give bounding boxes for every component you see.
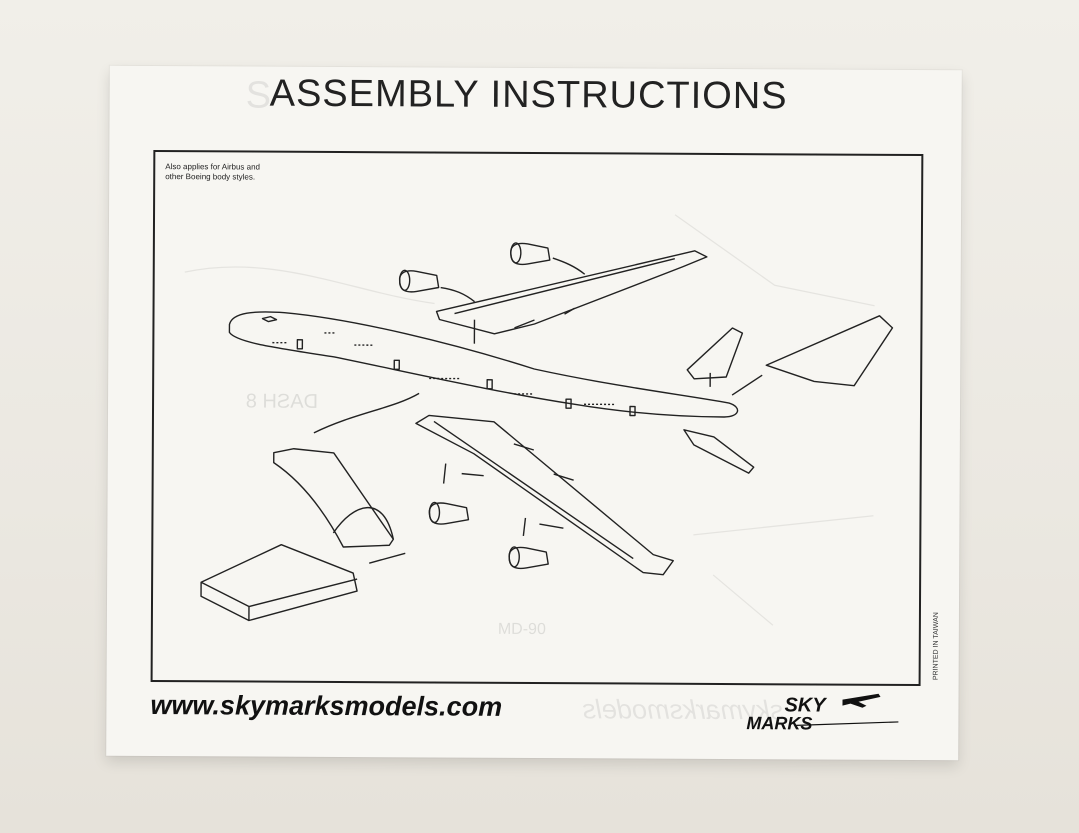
fuselage-door <box>629 405 636 417</box>
engine <box>398 269 440 293</box>
horizontal-stabilizer <box>683 429 755 474</box>
stand-arm <box>273 448 395 548</box>
airplane-icon <box>842 693 881 708</box>
horizontal-stabilizer <box>765 315 894 387</box>
aircraft-fuselage <box>228 311 739 418</box>
page-title: ASSEMBLY INSTRUCTIONS <box>269 72 788 118</box>
fuselage-door <box>296 339 304 350</box>
fuselage-door <box>565 398 572 409</box>
assembly-diagram: DASH 8 MD-90 <box>184 214 894 638</box>
vertical-stabilizer <box>686 327 744 380</box>
engine <box>428 501 470 525</box>
wing <box>415 414 674 576</box>
engine <box>508 546 549 570</box>
engine <box>510 242 551 266</box>
logo-marks: MARKS <box>746 713 812 733</box>
stand-base <box>200 543 358 622</box>
logo-sky: SKY <box>784 694 827 716</box>
wing <box>435 250 708 335</box>
instruction-sheet: S ASSEMBLY INSTRUCTIONS Also applies for… <box>106 65 962 761</box>
svg-text:MD-90: MD-90 <box>498 621 546 638</box>
website-url: www.skymarksmodels.com <box>150 689 503 722</box>
title-bleedthrough: S <box>245 74 272 117</box>
svg-text:DASH 8: DASH 8 <box>246 390 318 412</box>
fuselage-door <box>486 379 493 390</box>
skymarks-logo: SKY MARKS <box>738 687 908 738</box>
cockpit-window <box>261 315 278 323</box>
printed-in-taiwan: PRINTED IN TAIWAN <box>932 612 940 681</box>
diagram-frame: Also applies for Airbus and other Boeing… <box>150 150 940 687</box>
fuselage-door <box>393 359 400 370</box>
